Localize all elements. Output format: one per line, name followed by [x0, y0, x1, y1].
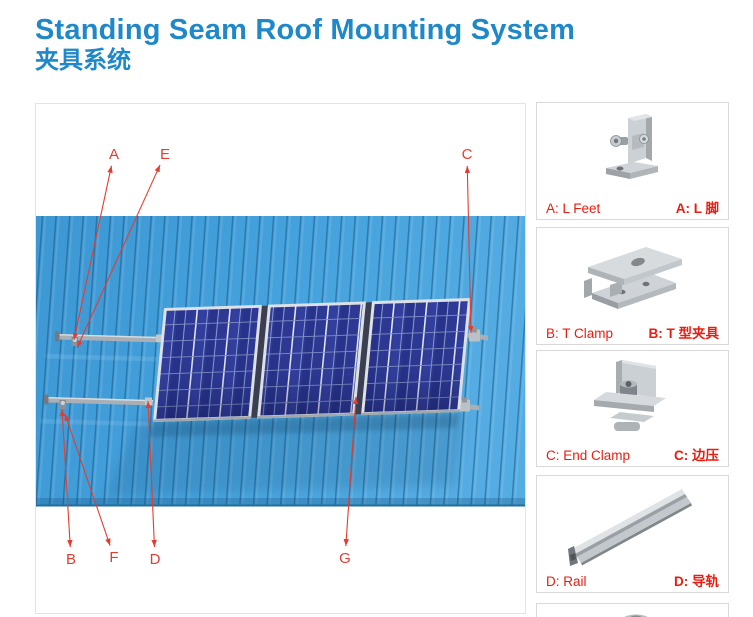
solar-array	[152, 298, 471, 422]
callout-C: C	[462, 146, 474, 334]
end-clamp-lower-right	[456, 397, 479, 412]
callout-label-A: A	[109, 146, 119, 163]
part-label-en-b: B: T Clamp	[546, 326, 614, 341]
end-clamp-upper-right	[466, 327, 488, 342]
mounting-system-illustration: A E C B F D G	[36, 104, 525, 613]
rail-upper	[55, 331, 164, 346]
callout-line-D	[147, 400, 156, 548]
callout-label-F: F	[109, 549, 118, 566]
part-label-en-d: D: Rail	[546, 574, 587, 589]
callout-label-G: G	[339, 550, 351, 567]
callout-F: F	[64, 413, 119, 566]
end-clamp-image	[537, 353, 728, 445]
part-card-partial	[536, 603, 729, 617]
part-card-l-feet: A: L Feet A: L 脚	[536, 102, 729, 220]
partial-part-image	[537, 606, 728, 617]
part-label-zh-c: C: 边压	[674, 448, 719, 463]
callout-line-E	[76, 164, 161, 349]
callout-line-F	[64, 413, 111, 546]
part-label-zh-a: A: L 脚	[675, 201, 719, 216]
callout-label-E: E	[160, 146, 170, 163]
callout-line-B	[61, 408, 71, 548]
part-label-zh-b: B: T 型夹具	[648, 326, 720, 341]
page-title: Standing Seam Roof Mounting System	[35, 14, 576, 46]
part-card-end-clamp: C: End Clamp C: 边压	[536, 350, 729, 467]
partial-part-drawing	[623, 614, 648, 617]
part-card-t-clamp: B: T Clamp B: T 型夹具	[536, 227, 729, 345]
rail-image	[537, 478, 728, 570]
roof-eave-edge	[36, 504, 525, 507]
callout-G: G	[339, 396, 359, 567]
callout-D: D	[145, 400, 161, 568]
header: Standing Seam Roof Mounting System 夹具系统	[35, 14, 575, 75]
roof-eave-shadow	[36, 498, 525, 506]
callout-E: E	[76, 146, 170, 349]
solar-panel-2	[256, 301, 366, 419]
main-illustration: A E C B F D G	[35, 103, 526, 614]
part-card-rail: D: Rail D: 导轨	[536, 475, 729, 593]
callout-label-C: C	[462, 146, 473, 163]
part-label-en-a: A: L Feet	[546, 201, 601, 216]
part-label-en-c: C: End Clamp	[546, 448, 631, 463]
callout-A: A	[72, 146, 119, 341]
callout-label-B: B	[66, 551, 76, 568]
l-feet-image	[537, 105, 728, 197]
t-clamp-image	[537, 230, 728, 322]
callout-line-G	[345, 396, 357, 547]
t-clamp-drawing	[583, 247, 682, 309]
callouts: A E C B F D G	[59, 146, 474, 568]
rail-drawing	[567, 489, 692, 566]
callout-label-D: D	[150, 551, 161, 568]
l-feet-drawing	[605, 114, 658, 179]
callout-line-A	[73, 165, 113, 341]
solar-panel-1	[152, 304, 262, 422]
part-label-zh-d: D: 导轨	[674, 574, 719, 589]
end-clamp-drawing	[593, 360, 666, 431]
callout-B: B	[59, 408, 76, 568]
callout-line-C	[466, 165, 472, 334]
solar-panel-3	[360, 298, 471, 416]
page-subtitle: 夹具系统	[35, 47, 131, 74]
